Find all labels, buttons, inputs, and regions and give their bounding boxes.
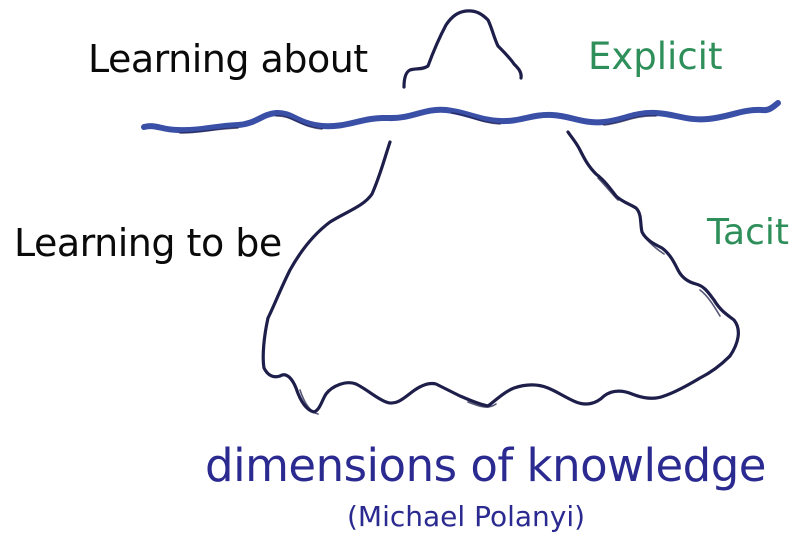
explicit-label: Explicit <box>588 35 723 78</box>
tacit-label: Tacit <box>707 212 790 253</box>
diagram-subtitle: (Michael Polanyi) <box>347 500 586 533</box>
waterline <box>141 100 781 134</box>
waterline-shadow <box>179 112 657 134</box>
diagram-title: dimensions of knowledge <box>205 439 766 492</box>
iceberg-body-outline <box>261 130 740 414</box>
learning-to-be-label: Learning to be <box>14 221 282 265</box>
iceberg-right-shadow <box>299 177 735 415</box>
iceberg-tip-outline <box>402 9 523 89</box>
learning-about-label: Learning about <box>88 37 368 81</box>
